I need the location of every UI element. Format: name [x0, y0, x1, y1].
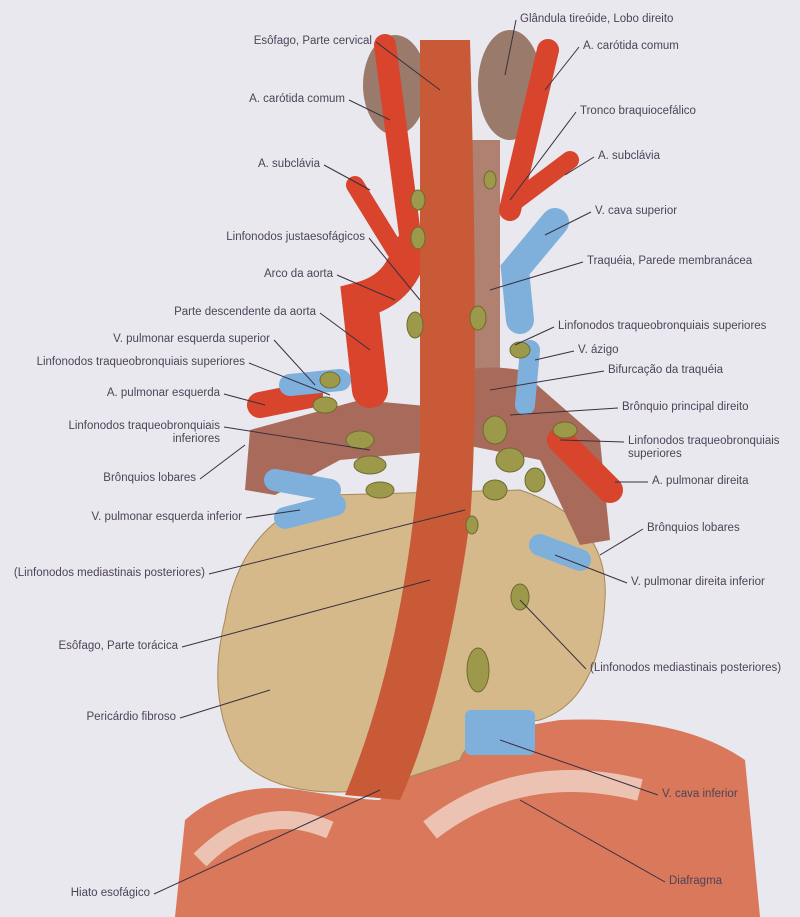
leader-carotida-comum-esq [348, 99, 391, 121]
label-v-pulmonar-esq-sup: V. pulmonar esquerda superior [113, 333, 270, 345]
label-v-cava-inferior: V. cava inferior [662, 788, 738, 800]
leader-pericardio-fibroso [179, 689, 271, 719]
leader-glandula-tireoide [504, 19, 517, 76]
label-pericardio-fibroso: Pericárdio fibroso [86, 711, 176, 723]
leader-arco-aorta [336, 274, 396, 301]
leader-v-pulmonar-esq-inf [245, 509, 301, 519]
inferior-vena-cava [465, 710, 535, 755]
leader-linf-mediastinais-dir [519, 599, 587, 670]
label-bronquios-lobares-esq: Brônquios lobares [103, 472, 196, 484]
label-glandula-tireoide: Glândula tireóide, Lobo direito [520, 13, 674, 25]
leader-v-cava-inferior [499, 739, 659, 796]
leader-subclavia-esq [323, 164, 371, 191]
label-bronquios-lobares-dir: Brônquios lobares [647, 522, 740, 534]
leader-bronquios-lobares-dir [599, 528, 644, 556]
leader-subclavia-dir [564, 156, 595, 176]
label-v-azigo: V. ázigo [578, 344, 619, 356]
label-linf-traqueo-sup-esq: Linfonodos traqueobronquiais superiores [36, 356, 245, 368]
label-v-pulmonar-dir-inf: V. pulmonar direita inferior [631, 576, 765, 588]
leader-lines [153, 19, 666, 895]
leader-linf-traqueo-inf [223, 426, 371, 451]
label-bronquio-principal-dir: Brônquio principal direito [622, 401, 749, 413]
label-v-pulmonar-esq-inf: V. pulmonar esquerda inferior [91, 511, 242, 523]
leader-linf-traqueo-sup-dir2 [559, 439, 625, 443]
leader-esofago-cervical [375, 41, 441, 91]
label-diafragma: Diafragma [669, 875, 723, 887]
label-arco-aorta: Arco da aorta [263, 268, 333, 280]
label-traqueia-parede: Traquéia, Parede membranácea [587, 255, 753, 267]
leader-carotida-comum-dir [544, 46, 580, 91]
leader-v-pulmonar-dir-inf [554, 554, 628, 584]
label-bifurcacao-traqueia: Bifurcação da traquéia [608, 364, 724, 376]
arteries [247, 34, 623, 503]
label-carotida-comum-esq: A. carótida comum [249, 93, 345, 105]
leader-a-pulmonar-esq [223, 393, 266, 406]
label-linf-mediastinais-dir: (Linfonodos mediastinais posteriores) [590, 662, 782, 674]
leader-v-cava-superior [544, 211, 592, 236]
label-linf-traqueo-sup-dir: Linfonodos traqueobronquiais superiores [558, 320, 767, 332]
label-hiato-esofagico: Hiato esofágico [70, 887, 150, 899]
label-subclavia-dir: A. subclávia [598, 150, 661, 162]
label-a-pulmonar-dir: A. pulmonar direita [652, 475, 749, 487]
leader-bronquios-lobares-esq [199, 444, 246, 480]
label-linf-mediastinais-esq: (Linfonodos mediastinais posteriores) [13, 567, 205, 579]
leader-linfonodos-justaesofagicos [368, 237, 421, 301]
label-carotida-comum-dir: A. carótida comum [583, 40, 679, 52]
label-esofago-toracica: Esôfago, Parte torácica [58, 640, 178, 652]
label-aorta-descendente: Parte descendente da aorta [174, 306, 316, 318]
leader-v-azigo [534, 350, 575, 361]
leader-aorta-descendente [319, 312, 371, 351]
label-esofago-cervical: Esôfago, Parte cervical [253, 35, 372, 47]
label-subclavia-esq: A. subclávia [257, 158, 320, 170]
leader-tronco-braquiocefalico [509, 111, 577, 201]
leader-hiato-esofagico [153, 789, 381, 895]
leader-linf-traqueo-sup-esq [248, 362, 331, 396]
label-linfonodos-justaesofagicos: Linfonodos justaesofágicos [226, 231, 365, 243]
label-v-cava-superior: V. cava superior [595, 205, 678, 217]
leader-bronquio-principal-dir [509, 407, 619, 416]
leader-linf-mediastinais-esq [208, 509, 466, 575]
label-tronco-braquiocefalico: Tronco braquiocefálico [580, 105, 696, 117]
leader-bifurcacao-traqueia [489, 370, 605, 391]
esophagus [345, 40, 475, 800]
leader-diafragma [519, 799, 666, 883]
leader-esofago-toracica [181, 579, 431, 648]
leader-v-pulmonar-esq-sup [273, 339, 316, 386]
leader-traqueia-parede [489, 261, 584, 291]
label-a-pulmonar-esq: A. pulmonar esquerda [106, 387, 220, 399]
diaphragm [175, 719, 760, 917]
lymph-nodes [312, 170, 578, 693]
leader-linf-traqueo-sup-dir [514, 326, 555, 346]
